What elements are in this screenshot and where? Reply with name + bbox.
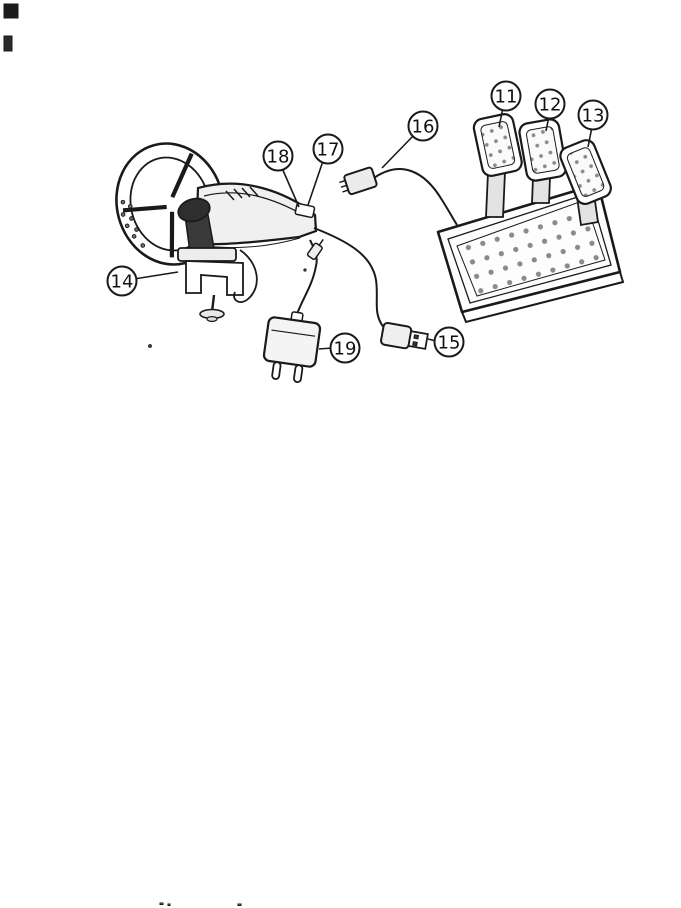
cables-and-connectors xyxy=(262,166,458,384)
pedal-left xyxy=(472,113,523,177)
callout-16-label: 16 xyxy=(412,117,435,138)
callout-16: 16 xyxy=(381,110,439,169)
pedal-right-dots xyxy=(566,147,605,197)
callout-12-label: 12 xyxy=(539,95,562,116)
table-clamp xyxy=(177,247,258,323)
usb-contact xyxy=(412,341,418,347)
dc-jack xyxy=(306,238,324,260)
pedal-unit xyxy=(436,113,625,324)
wheel-base-body xyxy=(194,182,318,246)
plug-prong-right xyxy=(293,364,304,384)
pedal-plug-pin xyxy=(340,184,347,188)
scan-mark-top-left xyxy=(3,3,19,19)
scan-artifacts xyxy=(3,3,307,906)
usb-plug-shield xyxy=(407,330,429,350)
clamp-plate xyxy=(177,247,237,262)
callout-11-label: 11 xyxy=(495,87,518,108)
vent-line xyxy=(233,188,243,199)
callout-17-label: 17 xyxy=(317,140,340,161)
scan-mark-left-edge xyxy=(3,35,13,52)
callout-17: 17 xyxy=(307,133,344,206)
callout-14-label: 14 xyxy=(111,272,134,293)
usb-connector xyxy=(380,321,429,350)
wheel-hub xyxy=(177,197,211,223)
clamp-bracket xyxy=(185,260,244,296)
grip-dot xyxy=(131,234,137,239)
pedal-plug-pin xyxy=(339,179,346,184)
wheel-spoke xyxy=(122,204,167,213)
grip-dot xyxy=(134,227,139,232)
pedal-stem-left xyxy=(485,171,506,218)
vent-line xyxy=(225,190,235,201)
rear-connector-ports xyxy=(294,202,316,219)
usb-cable xyxy=(313,227,386,330)
callout-19: 19 xyxy=(318,332,361,364)
vent-line xyxy=(249,186,259,197)
callout-14: 14 xyxy=(106,265,179,297)
usb-plug-body xyxy=(380,321,413,350)
pedal-plug-body xyxy=(343,166,378,196)
dc-jack-tip xyxy=(318,238,324,246)
wheel-assembly xyxy=(115,142,318,323)
pedal-plug-pin xyxy=(342,189,349,193)
grip-dot xyxy=(120,199,126,205)
speck xyxy=(159,902,164,905)
pedal-base-inner-line xyxy=(447,192,612,304)
pedal-cable xyxy=(373,168,458,226)
callout-13-label: 13 xyxy=(582,106,605,127)
speck xyxy=(167,903,171,906)
wheel-spoke xyxy=(170,152,194,199)
pedal-left-dots xyxy=(480,121,516,169)
speck xyxy=(303,268,307,272)
wheel-base-shade xyxy=(204,237,301,249)
callout-13: 13 xyxy=(577,99,609,148)
grip-dot xyxy=(127,204,133,209)
grip-dot xyxy=(129,216,134,221)
callout-18-label: 18 xyxy=(267,147,290,168)
grip-dot xyxy=(140,243,146,248)
callout-15: 15 xyxy=(427,326,465,358)
clamp-wing-nut-tip xyxy=(206,316,218,323)
usb-contact xyxy=(413,334,420,340)
grip-dot xyxy=(120,212,126,217)
pedal-middle xyxy=(518,118,568,182)
clamp-lever xyxy=(233,249,258,303)
pedal-middle-dots xyxy=(526,126,560,174)
power-adapter xyxy=(262,311,322,384)
speck xyxy=(148,344,152,348)
callout-15-label: 15 xyxy=(438,333,461,354)
callout-18: 18 xyxy=(262,140,300,208)
callout-19-label: 19 xyxy=(334,339,357,360)
pedal-connector xyxy=(339,166,458,226)
plug-prong-left xyxy=(271,361,282,380)
wheel-spoke xyxy=(169,211,175,258)
grip-dot xyxy=(124,223,130,229)
callout-12: 12 xyxy=(534,88,566,132)
dc-jack-body xyxy=(306,242,323,260)
callout-11: 11 xyxy=(490,80,522,128)
adapter-body xyxy=(262,316,322,368)
adapter-seam xyxy=(271,329,316,337)
pedal-base-dot-grid xyxy=(456,199,606,297)
pedal-right xyxy=(559,139,612,206)
callouts: 11 12 13 16 18 xyxy=(106,80,609,364)
vent-line xyxy=(241,187,251,198)
wheel-base xyxy=(194,182,318,249)
speck xyxy=(237,903,242,906)
